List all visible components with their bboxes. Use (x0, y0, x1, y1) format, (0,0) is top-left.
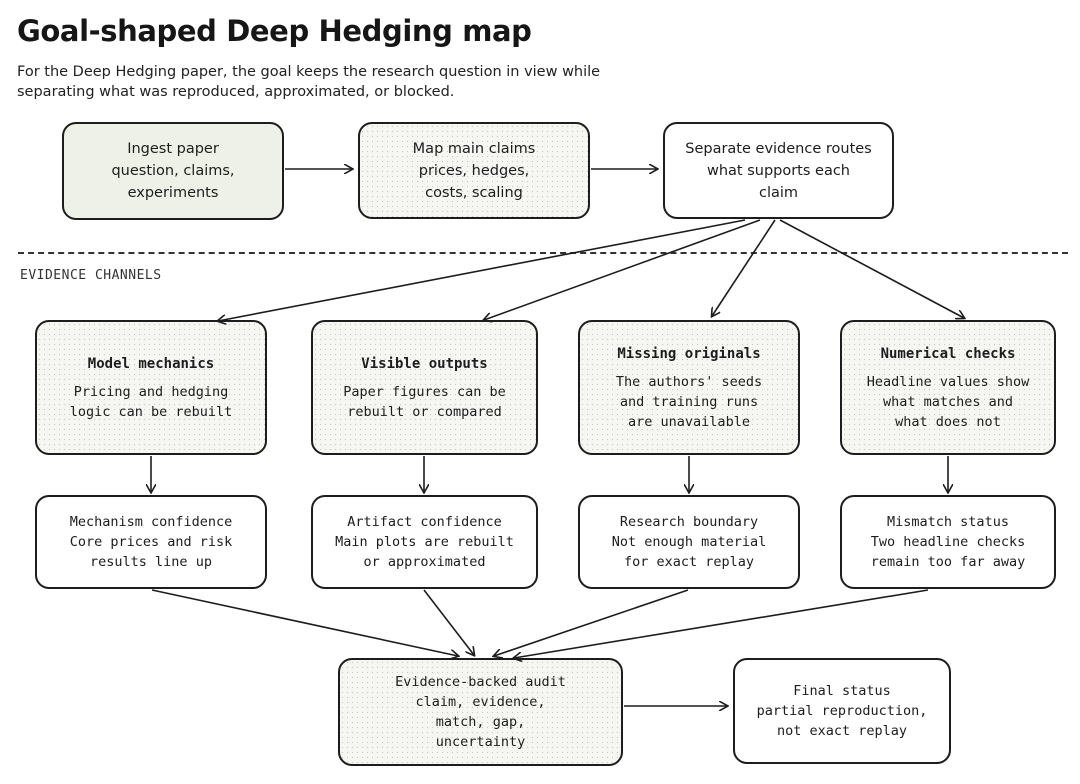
box-line: what supports each (706, 162, 851, 179)
channel-heading: Numerical checks (880, 345, 1016, 362)
box-line: prices, hedges, (418, 162, 530, 179)
diagram-title: Goal-shaped Deep Hedging map (17, 14, 532, 48)
box-line: Mechanism confidence (69, 514, 233, 530)
result-mechanism-confidence: Mechanism confidence Core prices and ris… (35, 495, 267, 589)
arrow-separate-to-model (218, 219, 746, 321)
diagram-subtitle: For the Deep Hedging paper, the goal kee… (17, 64, 601, 100)
arrow-artifact-to-audit (423, 589, 474, 655)
box-line: Final status (793, 683, 891, 699)
result-artifact-confidence: Artifact confidence Main plots are rebui… (311, 495, 538, 589)
box-line: claim, evidence, (415, 694, 546, 710)
arrow-mismatch-to-audit (514, 589, 929, 658)
box-line: experiments (127, 185, 219, 201)
box-line: Mismatch status (887, 514, 1009, 530)
box-line: what matches and (882, 393, 1014, 410)
result-mismatch-status: Mismatch status Two headline checks rema… (840, 495, 1056, 589)
box-line: Artifact confidence (347, 514, 502, 530)
box-line: and training runs (619, 393, 759, 410)
box-line: The authors' seeds (615, 373, 763, 390)
arrow-boundary-to-audit (494, 589, 689, 656)
box-line: Headline values show (866, 373, 1030, 390)
box-line: Core prices and risk (69, 534, 233, 550)
box-line: or approximated (363, 554, 486, 570)
box-line: logic can be rebuilt (69, 403, 233, 420)
box-line: Two headline checks (870, 534, 1026, 550)
evidence-audit-box: Evidence-backed audit claim, evidence, m… (338, 658, 623, 766)
channel-model-mechanics: Model mechanics Pricing and hedging logi… (35, 320, 267, 455)
arrow-separate-to-missing (712, 219, 776, 316)
box-line: results line up (90, 554, 212, 570)
channel-heading: Visible outputs (361, 355, 488, 372)
separate-evidence-box: Separate evidence routes what supports e… (663, 122, 894, 219)
box-line: are unavailable (628, 413, 750, 430)
box-line: rebuilt or compared (347, 403, 502, 420)
box-line: Pricing and hedging (73, 383, 229, 400)
arrow-separate-to-numerical (779, 219, 964, 318)
box-line: partial reproduction, (756, 703, 928, 719)
box-line: Evidence-backed audit (395, 674, 566, 690)
final-status-box: Final status partial reproduction, not e… (733, 658, 951, 764)
box-line: Main plots are rebuilt (335, 534, 514, 550)
section-label: EVIDENCE CHANNELS (20, 268, 162, 283)
box-line: costs, scaling (425, 184, 523, 201)
channel-numerical-checks: Numerical checks Headline values show wh… (840, 320, 1056, 455)
box-line: not exact replay (776, 723, 908, 739)
box-line: Research boundary (619, 514, 759, 530)
box-line: remain too far away (870, 554, 1026, 570)
box-line: Separate evidence routes (685, 140, 872, 157)
arrow-separate-to-visible (484, 219, 761, 320)
box-line: Ingest paper (127, 141, 219, 157)
channel-heading: Model mechanics (87, 355, 215, 372)
box-line: claim (758, 184, 799, 201)
channel-heading: Missing originals (617, 345, 761, 362)
box-line: what does not (895, 413, 1001, 430)
ingest-paper-box: Ingest paper question, claims, experimen… (62, 122, 284, 220)
box-line: question, claims, (111, 163, 235, 179)
box-line: Paper figures can be (343, 383, 506, 400)
box-line: Map main claims (412, 140, 536, 157)
box-line: match, gap, (435, 714, 526, 730)
channel-visible-outputs: Visible outputs Paper figures can be reb… (311, 320, 538, 455)
box-line: uncertainty (435, 734, 526, 750)
map-claims-box: Map main claims prices, hedges, costs, s… (358, 122, 590, 219)
channel-missing-originals: Missing originals The authors' seeds and… (578, 320, 800, 455)
result-research-boundary: Research boundary Not enough material fo… (578, 495, 800, 589)
box-line: for exact replay (623, 554, 755, 570)
box-line: Not enough material (611, 534, 767, 550)
arrow-mechanism-to-audit (151, 589, 458, 656)
section-divider (18, 252, 1068, 254)
